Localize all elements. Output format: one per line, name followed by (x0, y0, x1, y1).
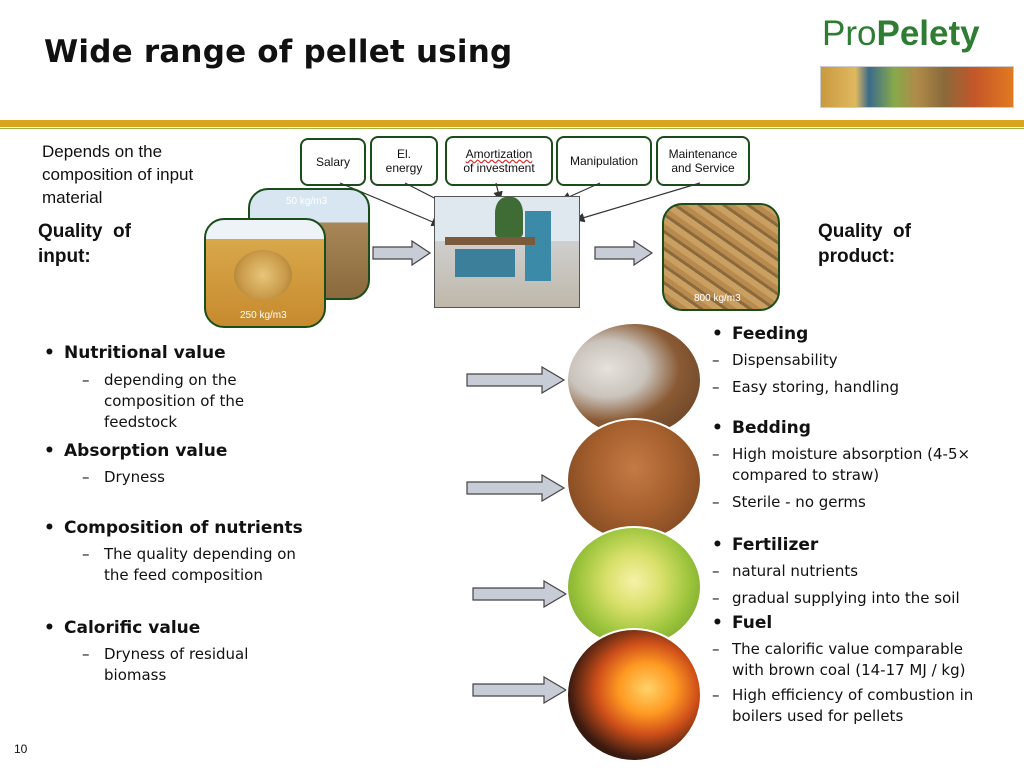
fire-photo (566, 628, 702, 762)
bulk-50-caption: 50 kg/m3 (286, 196, 328, 207)
amortization-line-1: Amortization (465, 147, 533, 161)
el-energy-line-1: El. (396, 147, 411, 161)
bale-shape (234, 250, 292, 300)
quality-product-line-2: product: (818, 246, 896, 267)
left-list: Nutritional value depending on the compo… (44, 343, 334, 686)
nutritional-sub-3: feedstock (104, 413, 178, 431)
intro-line-2: composition of input (42, 165, 194, 184)
intro-text: Depends on the composition of input mate… (42, 140, 193, 209)
fuel-sub-1-cont: with brown coal (14-17 MJ / kg) (732, 661, 966, 679)
feeding-sub-1: Dispensability (712, 350, 1012, 371)
el-energy-box: El.energy (370, 136, 438, 186)
fertilizer-sub-2: gradual supplying into the soil (712, 588, 1012, 609)
quality-of-product: Quality of product: (818, 219, 911, 269)
fuel-sub-2: High efficiency of combustion in (712, 685, 1012, 706)
straw-bale-photo: 250 kg/m3 (204, 218, 326, 328)
intro-line-1: Depends on the (42, 142, 163, 161)
connector-arrow-icon (574, 182, 701, 223)
calorific-value-item: Calorific value (44, 618, 334, 638)
header-band-line (0, 128, 1024, 129)
logo-pro: Pro (822, 14, 877, 53)
absorption-sub-1: Dryness (82, 467, 334, 488)
manipulation-label: Manipulation (569, 154, 639, 168)
salary-box: Salary (300, 138, 366, 186)
nutritional-sub-2: composition of the (104, 392, 245, 410)
fuel-item: Fuel (712, 613, 1012, 633)
right-arrow-icon (472, 580, 568, 608)
logo-photo-strip (820, 66, 1014, 108)
composition-sub-1: The quality depending on (82, 544, 334, 565)
bedding-item: Bedding (712, 418, 1012, 438)
fertilizer-item: Fertilizer (712, 535, 1012, 555)
right-arrow-icon (472, 676, 568, 704)
bedding-sub-2: Sterile - no germs (712, 492, 1012, 513)
right-arrow-icon (594, 240, 654, 266)
intro-line-3: material (42, 188, 103, 207)
composition-sub-2: the feed composition (104, 566, 263, 584)
slide-title: Wide range of pellet using (44, 34, 513, 70)
pellets-photo: 800 kg/m3 (662, 203, 780, 311)
tree-shape (495, 197, 523, 237)
calorific-sub-2: biomass (104, 666, 167, 684)
machine-shape (455, 249, 515, 277)
right-arrow-icon (466, 366, 566, 394)
quality-input-line-2: input: (38, 246, 91, 267)
el-energy-line-2: energy (385, 161, 423, 175)
quality-of-input: Quality of input: (38, 219, 131, 269)
cattle-photo (566, 418, 702, 542)
bulk-800-caption: 800 kg/m3 (694, 293, 741, 304)
maintenance-line-2: and Service (671, 161, 735, 175)
salary-label: Salary (315, 155, 350, 169)
fuel-sub-2-cont: boilers used for pellets (732, 707, 904, 725)
pellet-plant-photo (434, 196, 580, 308)
logo-pelety: Pelety (876, 14, 980, 53)
fuel-sub-1: The calorific value comparable (712, 639, 1012, 660)
header-band (0, 120, 1024, 127)
right-arrow-icon (372, 240, 432, 266)
fertilizer-sub-1: natural nutrients (712, 561, 1012, 582)
bedding-sub-1-cont: compared to straw) (732, 466, 880, 484)
nutritional-sub-1: depending on the (82, 370, 334, 391)
bedding-sub-1: High moisture absorption (4-5× (712, 444, 1012, 465)
page-number: 10 (14, 742, 28, 756)
maintenance-line-1: Maintenance (668, 147, 738, 161)
quality-product-line-1: Quality of (818, 221, 911, 242)
bulk-250-caption: 250 kg/m3 (240, 310, 287, 321)
propelety-logo: ProPelety (822, 14, 980, 54)
nutritional-value-item: Nutritional value (44, 343, 334, 363)
silo-shape (525, 211, 551, 281)
amortization-line-2: of investment (463, 161, 535, 175)
right-list: Feeding Dispensability Easy storing, han… (712, 324, 1012, 727)
plant-photo (566, 526, 702, 648)
quality-input-line-1: Quality of (38, 221, 131, 242)
feeding-sub-2: Easy storing, handling (712, 377, 1012, 398)
right-arrow-icon (466, 474, 566, 502)
calorific-sub-1: Dryness of residual (82, 644, 334, 665)
manipulation-box: Manipulation (556, 136, 652, 186)
absorption-value-item: Absorption value (44, 441, 334, 461)
roof-shape (445, 237, 535, 245)
composition-item: Composition of nutrients (44, 518, 334, 538)
feeding-item: Feeding (712, 324, 1012, 344)
